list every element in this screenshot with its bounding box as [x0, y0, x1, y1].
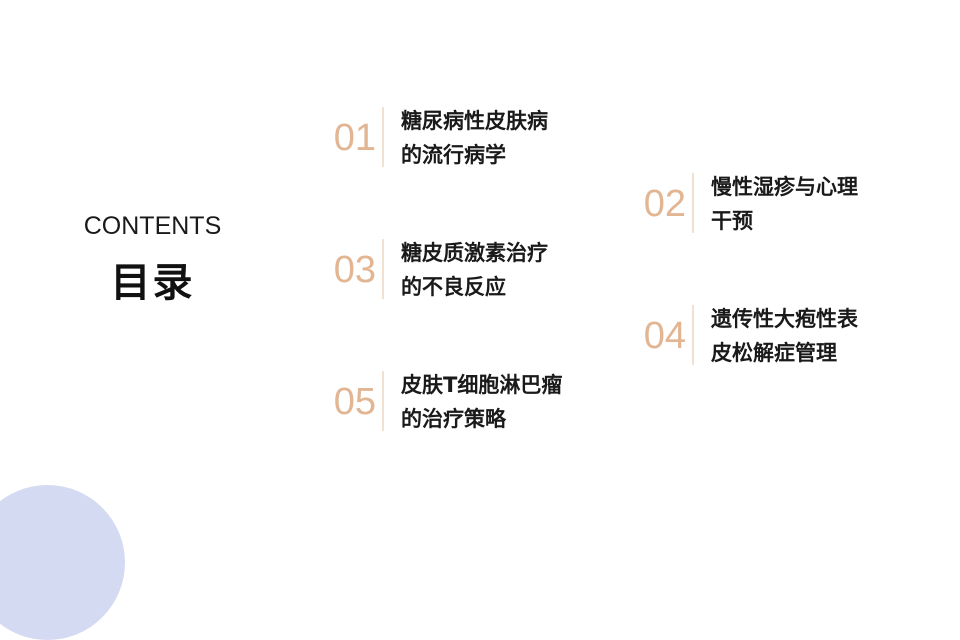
toc-title: 糖皮质激素治疗 的不良反应: [401, 236, 591, 304]
decorative-circle: [0, 485, 125, 640]
toc-number: 02: [643, 183, 686, 225]
toc-number: 01: [333, 117, 376, 159]
toc-number: 04: [643, 315, 686, 357]
toc-title-line2: 的不良反应: [401, 275, 506, 299]
divider: [382, 239, 384, 299]
toc-title: 糖尿病性皮肤病 的流行病学: [401, 104, 591, 172]
toc-title-line2: 的治疗策略: [401, 407, 506, 431]
toc-title-line1: 皮肤T细胞淋巴瘤: [401, 373, 563, 397]
toc-title: 皮肤T细胞淋巴瘤 的治疗策略: [401, 368, 591, 436]
toc-title: 慢性湿疹与心理 干预: [711, 170, 901, 238]
toc-title-line1: 糖尿病性皮肤病: [401, 109, 548, 133]
toc-title-line2: 皮松解症管理: [711, 341, 837, 365]
divider: [692, 173, 694, 233]
divider: [382, 371, 384, 431]
toc-title-line1: 慢性湿疹与心理: [711, 175, 858, 199]
toc-title-line1: 遗传性大疱性表: [711, 307, 858, 331]
contents-title: 目录: [110, 260, 195, 306]
toc-number: 05: [333, 381, 376, 423]
toc-title: 遗传性大疱性表 皮松解症管理: [711, 302, 901, 370]
divider: [692, 305, 694, 365]
toc-number: 03: [333, 249, 376, 291]
divider: [382, 107, 384, 167]
toc-title-line2: 干预: [711, 209, 753, 233]
contents-heading: CONTENTS: [83, 212, 222, 240]
toc-title-line1: 糖皮质激素治疗: [401, 241, 548, 265]
toc-title-line2: 的流行病学: [401, 143, 506, 167]
